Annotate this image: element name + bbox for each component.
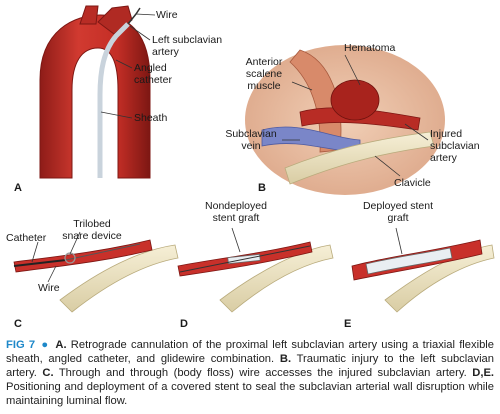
clavicle-c [59, 244, 179, 313]
panel-letter-e: E [344, 318, 352, 330]
label-clavicle: Clavicle [394, 177, 431, 189]
panel-b-illustration [245, 45, 445, 195]
caption-b-letter: B. [279, 353, 292, 365]
hematoma [330, 79, 380, 121]
panel-a-illustration [39, 5, 156, 179]
left-subclavian-artery-branch [97, 5, 133, 35]
sheath-line [97, 22, 130, 178]
catheter-c [13, 259, 67, 267]
label-anterior-scalene-muscle: Anterior scalene muscle [245, 56, 283, 92]
label-trilobed-snare-device: Trilobed snare device [62, 218, 122, 242]
label-hematoma: Hematoma [344, 42, 396, 54]
figure-caption: FIG 7 ● A. Retrograde cannulation of the… [6, 338, 494, 408]
label-nondeployed-stent-graft: Nondeployed stent graft [205, 200, 267, 224]
clavicle-bone [284, 131, 435, 185]
panel-letter-d: D [180, 318, 188, 330]
panel-d-illustration [177, 227, 334, 313]
panel-letter-b: B [258, 182, 266, 194]
figure-artwork [13, 5, 495, 313]
panel-letter-c: C [14, 318, 22, 330]
label-left-subclavian-artery: Left subclavian artery [152, 34, 223, 58]
anterior-scalene-muscle [289, 49, 342, 153]
panel-c-illustration [13, 231, 179, 313]
panel-letter-a: A [14, 182, 22, 194]
clavicle-e [384, 244, 495, 313]
label-angled-catheter: Angled catheter [134, 62, 172, 86]
caption-c-text: Through and through (body floss) wire ac… [53, 367, 473, 379]
caption-de-text: Positioning and deployment of a covered … [6, 381, 494, 407]
caption-c-letter: C. [42, 367, 54, 379]
caption-b-text: Traumatic injury to the left subclavian … [6, 353, 494, 379]
panel-e-illustration [351, 227, 495, 313]
carotid-branch [79, 5, 99, 25]
caption-bullet: ● [41, 339, 50, 351]
label-sheath: Sheath [134, 112, 168, 124]
label-injured-subclavian-artery: Injured subclavian artery [430, 128, 480, 164]
label-deployed-stent-graft: Deployed stent graft [362, 200, 434, 224]
caption-a-letter: A. [55, 339, 67, 351]
deployed-stent [365, 247, 453, 275]
label-subclavian-vein: Subclavian vein [225, 128, 277, 152]
aortic-arch [39, 14, 151, 179]
figure-illustration: Wire Left subclavian artery Angled cathe… [6, 5, 495, 330]
wire-c [65, 243, 141, 261]
snare-device [64, 252, 76, 264]
label-catheter: Catheter [6, 232, 47, 244]
caption-de-letter: D,E. [472, 367, 495, 379]
clavicle-d [219, 244, 334, 313]
label-wire: Wire [156, 9, 178, 21]
caption-a-text: Retrograde cannulation of the proximal l… [6, 339, 495, 365]
label-wire-c: Wire [38, 282, 60, 294]
caption-fig-number: FIG 7 [6, 339, 36, 351]
